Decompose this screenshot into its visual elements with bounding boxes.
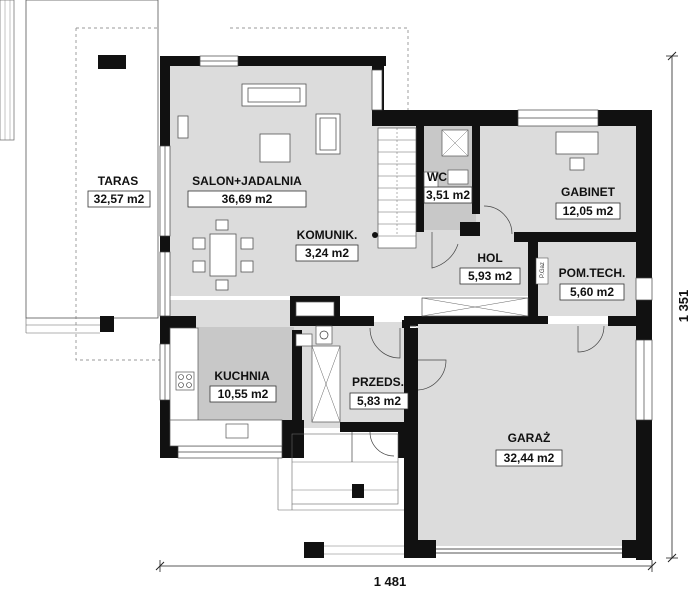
doors — [351, 205, 605, 462]
fireplace — [295, 301, 335, 317]
room-salon-name: SALON+JADALNIA — [192, 174, 302, 188]
living-room-furniture — [177, 83, 341, 317]
toilet — [447, 169, 469, 185]
tv-cabinet — [177, 115, 189, 139]
office-chair — [569, 157, 585, 171]
tech-room-fixtures: P.Gaz — [535, 257, 549, 285]
floors — [170, 66, 636, 546]
kitchen-furniture — [169, 325, 333, 447]
room-hol-name: HOL — [477, 251, 502, 265]
room-kuchnia: KUCHNIA 10,55 m2 — [209, 369, 277, 403]
room-gabinet-area: 12,05 m2 — [563, 204, 614, 218]
room-gabinet-name: GABINET — [561, 185, 616, 199]
sink — [225, 423, 249, 439]
windows — [159, 55, 653, 459]
room-przeds-area: 5,83 m2 — [357, 394, 401, 408]
room-garaz-area: 32,44 m2 — [504, 451, 555, 465]
room-kuchnia-area: 10,55 m2 — [218, 387, 269, 401]
room-taras-area: 32,57 m2 — [94, 192, 145, 206]
dimension-lines — [155, 51, 678, 572]
room-hol: HOL 5,93 m2 — [459, 251, 521, 285]
gas-meter-label: P.Gaz — [540, 262, 546, 278]
room-przeds: PRZEDS. 5,83 m2 — [349, 375, 409, 410]
room-przeds-name: PRZEDS. — [352, 375, 404, 389]
room-hol-area: 5,93 m2 — [468, 269, 512, 283]
gas-meter-box — [535, 257, 549, 285]
room-garaz: GARAŻ 32,44 m2 — [495, 430, 563, 467]
room-pomtech: POM.TECH. 5,60 m2 — [559, 266, 626, 301]
room-salon-area: 36,69 m2 — [222, 192, 273, 206]
grill-block — [98, 55, 126, 69]
terrace-area — [0, 0, 409, 361]
room-komunik-name: KOMUNIK. — [297, 228, 358, 242]
room-wc-area: 3,51 m2 — [426, 188, 470, 202]
room-pomtech-area: 5,60 m2 — [570, 285, 614, 299]
room-pomtech-name: POM.TECH. — [559, 266, 626, 280]
kitchen-floor-highlight — [198, 327, 294, 421]
room-kuchnia-name: KUCHNIA — [214, 369, 270, 383]
office-furniture — [555, 131, 599, 171]
garage-door — [436, 548, 622, 554]
coffee-table — [259, 133, 291, 163]
dining-table — [209, 233, 237, 277]
room-garaz-name: GARAŻ — [508, 430, 551, 445]
height-dimension: 1 351 — [676, 290, 691, 323]
width-dimension: 1 481 — [374, 574, 407, 589]
desk — [555, 131, 599, 155]
room-wc-name: WC — [427, 170, 447, 184]
hall-wardrobe — [311, 297, 529, 423]
room-taras-name: TARAS — [98, 174, 138, 188]
room-taras: TARAS 32,57 m2 — [87, 174, 151, 208]
room-gabinet: GABINET 12,05 m2 — [555, 185, 621, 220]
room-salon: SALON+JADALNIA 36,69 m2 — [187, 174, 307, 208]
cooktop — [175, 371, 195, 391]
room-komunik-area: 3,24 m2 — [305, 246, 349, 260]
room-wc: WC 3,51 m2 — [423, 170, 473, 204]
entrance-steps — [277, 433, 404, 558]
boiler — [315, 325, 333, 345]
staircase — [372, 127, 417, 249]
room-komunik: KOMUNIK. 3,24 m2 — [295, 228, 359, 262]
